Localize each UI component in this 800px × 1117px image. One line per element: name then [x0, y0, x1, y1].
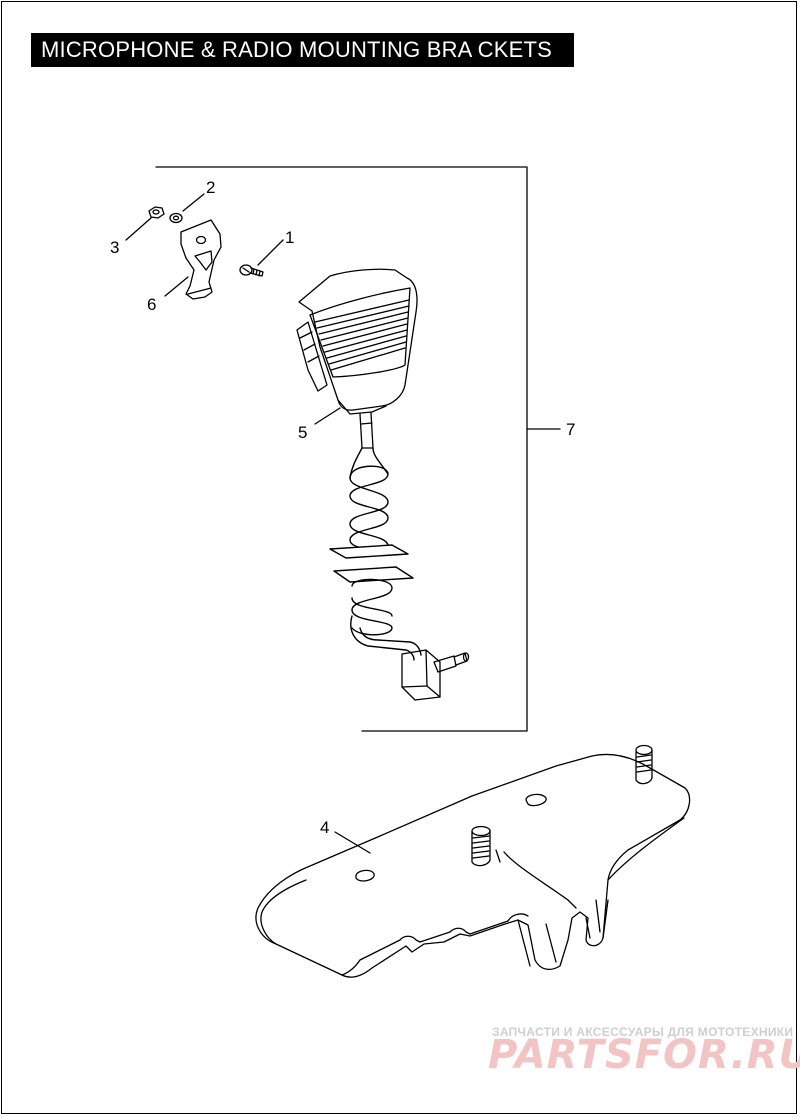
callout-2: 2 [206, 178, 215, 197]
leader-line-6 [164, 276, 189, 297]
callout-4: 4 [320, 818, 329, 837]
audio-plug [401, 649, 470, 701]
page-title: MICROPHONE & RADIO MOUNTING BRA CKETS [31, 33, 574, 67]
callout-6: 6 [147, 295, 156, 314]
leader-line-4 [334, 831, 371, 854]
coiled-cord [329, 447, 422, 661]
clip-bracket-part-6 [180, 219, 222, 300]
kit-bracket-7 [155, 166, 561, 732]
callout-3: 3 [110, 238, 119, 257]
leader-line-1 [257, 239, 284, 266]
leader-line-5 [314, 407, 341, 425]
mounting-plate-part-4 [255, 744, 691, 978]
callout-5: 5 [298, 423, 307, 442]
microphone-part-5 [296, 268, 418, 415]
leader-line-3 [125, 217, 152, 241]
cord-strain-relief [359, 412, 374, 449]
leader-line-2 [182, 193, 205, 212]
screw-part-1 [239, 264, 264, 277]
callout-1: 1 [285, 228, 294, 247]
washer-part-2 [169, 212, 183, 224]
watermark-brand: PARTSFOR.RU [488, 1032, 800, 1078]
watermark-tagline: ЗАПЧАСТИ И АКСЕССУАРЫ ДЛЯ МОТОТЕХНИКИ [492, 1025, 793, 1039]
callout-7: 7 [566, 420, 575, 439]
nut-part-3 [148, 206, 165, 219]
